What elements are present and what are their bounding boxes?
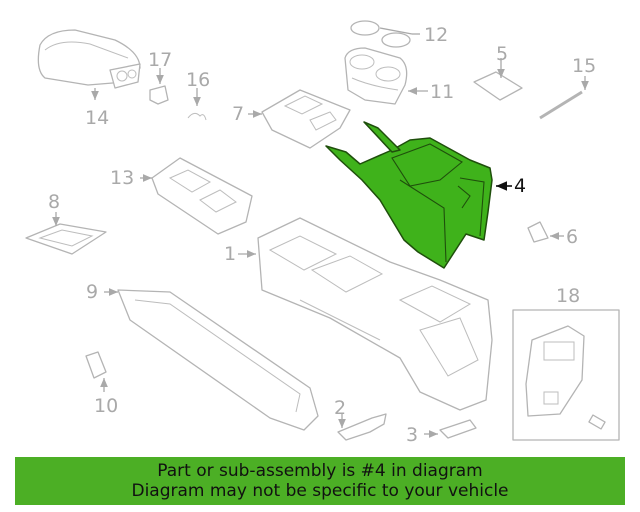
part-15-strip xyxy=(539,76,589,120)
callout-7: 7 xyxy=(232,103,244,125)
part-14-armrest-lid xyxy=(37,29,141,100)
part-9-side-panel xyxy=(104,288,319,431)
parts-diagram: 14 17 16 12 11 5 15 xyxy=(25,20,620,446)
footer-line-2: Diagram may not be specific to your vehi… xyxy=(131,481,509,501)
callout-18: 18 xyxy=(556,285,580,307)
callout-10: 10 xyxy=(94,395,118,417)
callout-1: 1 xyxy=(224,243,236,265)
callout-14: 14 xyxy=(85,107,109,129)
callout-6: 6 xyxy=(566,226,578,248)
part-5-pad xyxy=(473,58,523,101)
part-13-top-panel xyxy=(140,157,253,235)
callout-3: 3 xyxy=(406,424,418,446)
callout-17: 17 xyxy=(148,49,172,71)
callout-13: 13 xyxy=(110,167,134,189)
part-7-bezel xyxy=(248,89,351,149)
part-3-bracket xyxy=(424,419,477,439)
footer-line-1: Part or sub-assembly is #4 in diagram xyxy=(157,461,483,481)
part-10-bracket xyxy=(85,351,108,392)
callout-8: 8 xyxy=(48,191,60,213)
part-2-bracket xyxy=(337,413,387,441)
part-12-rings xyxy=(350,20,420,48)
part-18-rear-vent-inset xyxy=(512,309,620,441)
callout-11: 11 xyxy=(430,81,454,103)
part-16-wire-clip xyxy=(187,88,207,121)
callout-15: 15 xyxy=(572,55,596,77)
callout-16: 16 xyxy=(186,69,210,91)
callout-9: 9 xyxy=(86,281,98,303)
part-1-console-base xyxy=(238,217,493,411)
callout-12: 12 xyxy=(424,24,448,46)
footer-banner: Part or sub-assembly is #4 in diagram Di… xyxy=(15,457,625,505)
part-6-clip xyxy=(527,221,564,243)
part-4-highlighted-panel xyxy=(325,121,512,269)
part-8-mat xyxy=(25,212,107,255)
callout-4: 4 xyxy=(514,175,526,197)
part-11-cup-holder xyxy=(344,47,428,105)
callout-2: 2 xyxy=(334,397,346,419)
callout-5: 5 xyxy=(496,43,508,65)
part-17-clip xyxy=(149,68,169,105)
